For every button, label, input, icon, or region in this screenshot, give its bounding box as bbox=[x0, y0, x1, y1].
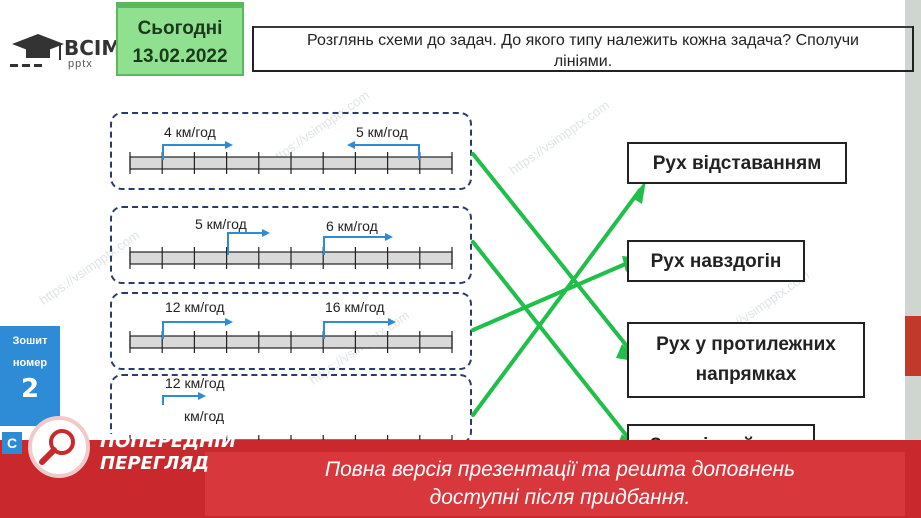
date-box: Сьогодні 13.02.2022 bbox=[116, 6, 244, 76]
notebook-label-1: Зошит bbox=[12, 335, 48, 347]
today-label: Сьогодні bbox=[137, 18, 223, 39]
speed-label: 5 км/год bbox=[195, 216, 247, 232]
answer-option-3[interactable]: Рух у протилежних напрямках bbox=[627, 322, 865, 398]
notebook-label-2: номер bbox=[12, 357, 48, 369]
brand-sub: pptx bbox=[68, 58, 93, 70]
speed-label: 5 км/год bbox=[356, 124, 408, 140]
task-text-line2: лініями. bbox=[553, 53, 613, 70]
notebook-number: 2 bbox=[20, 374, 40, 404]
preview-title-line1: ПОПЕРЕДНІЙ bbox=[100, 431, 237, 452]
banner-message-line2: доступні після придбання. bbox=[429, 486, 691, 509]
banner-message-line1: Повна версія презентації та решта доповн… bbox=[324, 458, 796, 481]
speed-label: 12 км/год bbox=[165, 375, 225, 391]
speed-label: 6 км/год bbox=[326, 218, 378, 234]
answer-label-line2: напрямках bbox=[695, 364, 797, 385]
answer-option-1[interactable]: Рух відставанням bbox=[627, 142, 847, 184]
task-box: Розглянь схеми до задач. До якого типу н… bbox=[252, 26, 914, 72]
speed-label: 4 км/год bbox=[164, 124, 216, 140]
date-value: 13.02.2022 bbox=[132, 46, 228, 67]
task-box-border bbox=[252, 26, 914, 28]
answer-label: Рух у протилежних bbox=[656, 334, 836, 355]
answer-label: Рух навздогін bbox=[650, 251, 782, 272]
scheme-3 bbox=[110, 292, 472, 370]
speed-label: 12 км/год bbox=[165, 299, 225, 315]
banner-message-bg bbox=[205, 452, 905, 516]
graduation-cap-icon bbox=[10, 34, 64, 67]
left-letter: С bbox=[2, 432, 22, 454]
right-decor-strip bbox=[905, 0, 921, 518]
answer-label: Рух відставанням bbox=[652, 153, 822, 174]
preview-title-line2: ПЕРЕГЛЯД bbox=[100, 453, 210, 474]
answer-option-2[interactable]: Рух навздогін bbox=[627, 240, 805, 282]
speed-label: 16 км/год bbox=[325, 299, 385, 315]
date-box-accent bbox=[116, 2, 244, 6]
notebook-badge: Зошит номер 2 bbox=[0, 326, 60, 426]
search-icon bbox=[28, 416, 90, 478]
preview-title: ПОПЕРЕДНІЙ ПЕРЕГЛЯД bbox=[100, 431, 236, 475]
task-text-line1: Розглянь схеми до задач. До якого типу н… bbox=[307, 32, 859, 49]
speed-label: км/год bbox=[184, 408, 225, 424]
scheme-2 bbox=[110, 206, 472, 284]
banner-message: Повна версія презентації та решта доповн… bbox=[230, 456, 890, 512]
brand-name: ВСІМ bbox=[64, 36, 122, 60]
scheme-1 bbox=[110, 112, 472, 190]
